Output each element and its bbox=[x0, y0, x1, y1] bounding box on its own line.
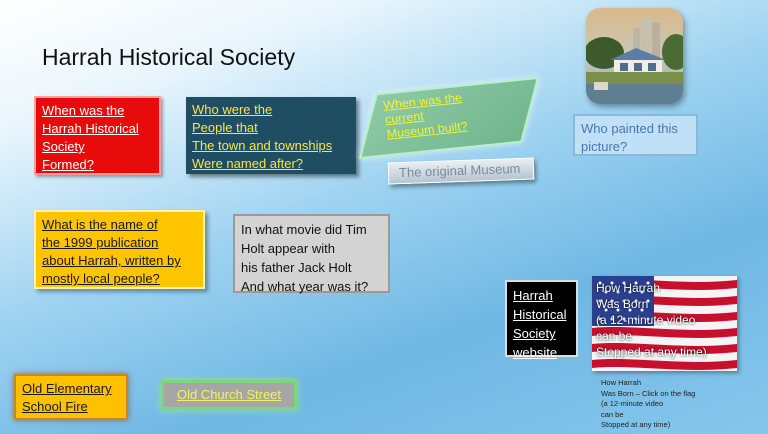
website-link-button[interactable]: Harrah Historical Society website bbox=[505, 280, 578, 360]
flag-caption: How Harrah Was Born – Click on the flag … bbox=[601, 378, 741, 431]
formed-line-3: Society bbox=[42, 139, 85, 154]
website-line-1: Harrah bbox=[513, 288, 553, 303]
formed-line-2: Harrah Historical bbox=[42, 121, 139, 136]
original-museum-button[interactable]: The original Museum bbox=[387, 157, 535, 185]
flag-overlay-text[interactable]: How Harrah Was Born (a 12-minute video c… bbox=[596, 280, 736, 360]
caption-line-4: can be bbox=[601, 409, 624, 419]
named-after-question-button[interactable]: Who were the People that The town and to… bbox=[186, 97, 356, 174]
named-line-4: Were named after? bbox=[192, 156, 304, 171]
flag-overlay-line-4: can be bbox=[596, 329, 633, 343]
website-line-2: Historical bbox=[513, 307, 567, 322]
formed-question-button[interactable]: When was the Harrah Historical Society F… bbox=[34, 96, 161, 175]
formed-line-1: When was the bbox=[42, 103, 125, 118]
website-line-4: website bbox=[513, 345, 558, 360]
museum-built-question-button[interactable]: When was the current Museum built? bbox=[358, 76, 540, 160]
school-fire-line-2: School Fire bbox=[22, 399, 88, 414]
named-line-2: People that bbox=[192, 120, 258, 135]
website-line-3: Society bbox=[513, 326, 556, 341]
caption-line-2: Was Born – Click on the flag bbox=[601, 388, 696, 398]
caption-line-1: How Harrah bbox=[601, 378, 642, 387]
painting-icon bbox=[586, 8, 683, 104]
named-line-1: Who were the bbox=[192, 102, 273, 117]
church-street-button[interactable]: Old Church Street bbox=[161, 380, 297, 410]
painted-line-2: picture? bbox=[581, 139, 628, 154]
flag-overlay-line-3: (a 12-minute video bbox=[596, 313, 696, 327]
movie-question-button[interactable]: In what movie did Tim Holt appear with h… bbox=[233, 214, 390, 294]
movie-line-2: Holt appear with bbox=[241, 241, 335, 256]
school-fire-line-1: Old Elementary bbox=[22, 381, 112, 396]
publication-line-2: the 1999 publication bbox=[42, 235, 159, 250]
slide-title: Harrah Historical Society bbox=[42, 44, 296, 70]
publication-line-4: mostly local people? bbox=[42, 271, 160, 286]
movie-line-3: his father Jack Holt bbox=[241, 260, 352, 275]
who-painted-question-button[interactable]: Who painted this picture? bbox=[573, 114, 698, 156]
painted-line-1: Who painted this bbox=[581, 121, 678, 136]
caption-line-3: (a 12-minute video bbox=[601, 399, 664, 408]
school-fire-button[interactable]: Old Elementary School Fire bbox=[14, 374, 128, 420]
publication-line-3: about Harrah, written by bbox=[42, 253, 181, 268]
caption-line-5: Stopped at any time) bbox=[601, 420, 671, 429]
flag-overlay-line-2: Was Born bbox=[596, 297, 649, 311]
museum-painting-image[interactable] bbox=[586, 8, 683, 104]
movie-line-1: In what movie did Tim bbox=[241, 222, 367, 237]
flag-overlay-line-5: Stopped at any time) bbox=[596, 345, 707, 359]
publication-line-1: What is the name of bbox=[42, 217, 158, 232]
flag-icon bbox=[592, 276, 737, 371]
named-line-3: The town and townships bbox=[192, 138, 333, 153]
movie-line-4: And what year was it? bbox=[241, 279, 369, 294]
formed-line-4: Formed? bbox=[42, 157, 95, 172]
american-flag-image[interactable] bbox=[592, 276, 737, 371]
flag-overlay-line-1: How Harrah bbox=[596, 281, 661, 295]
publication-question-button[interactable]: What is the name of the 1999 publication… bbox=[34, 210, 205, 289]
